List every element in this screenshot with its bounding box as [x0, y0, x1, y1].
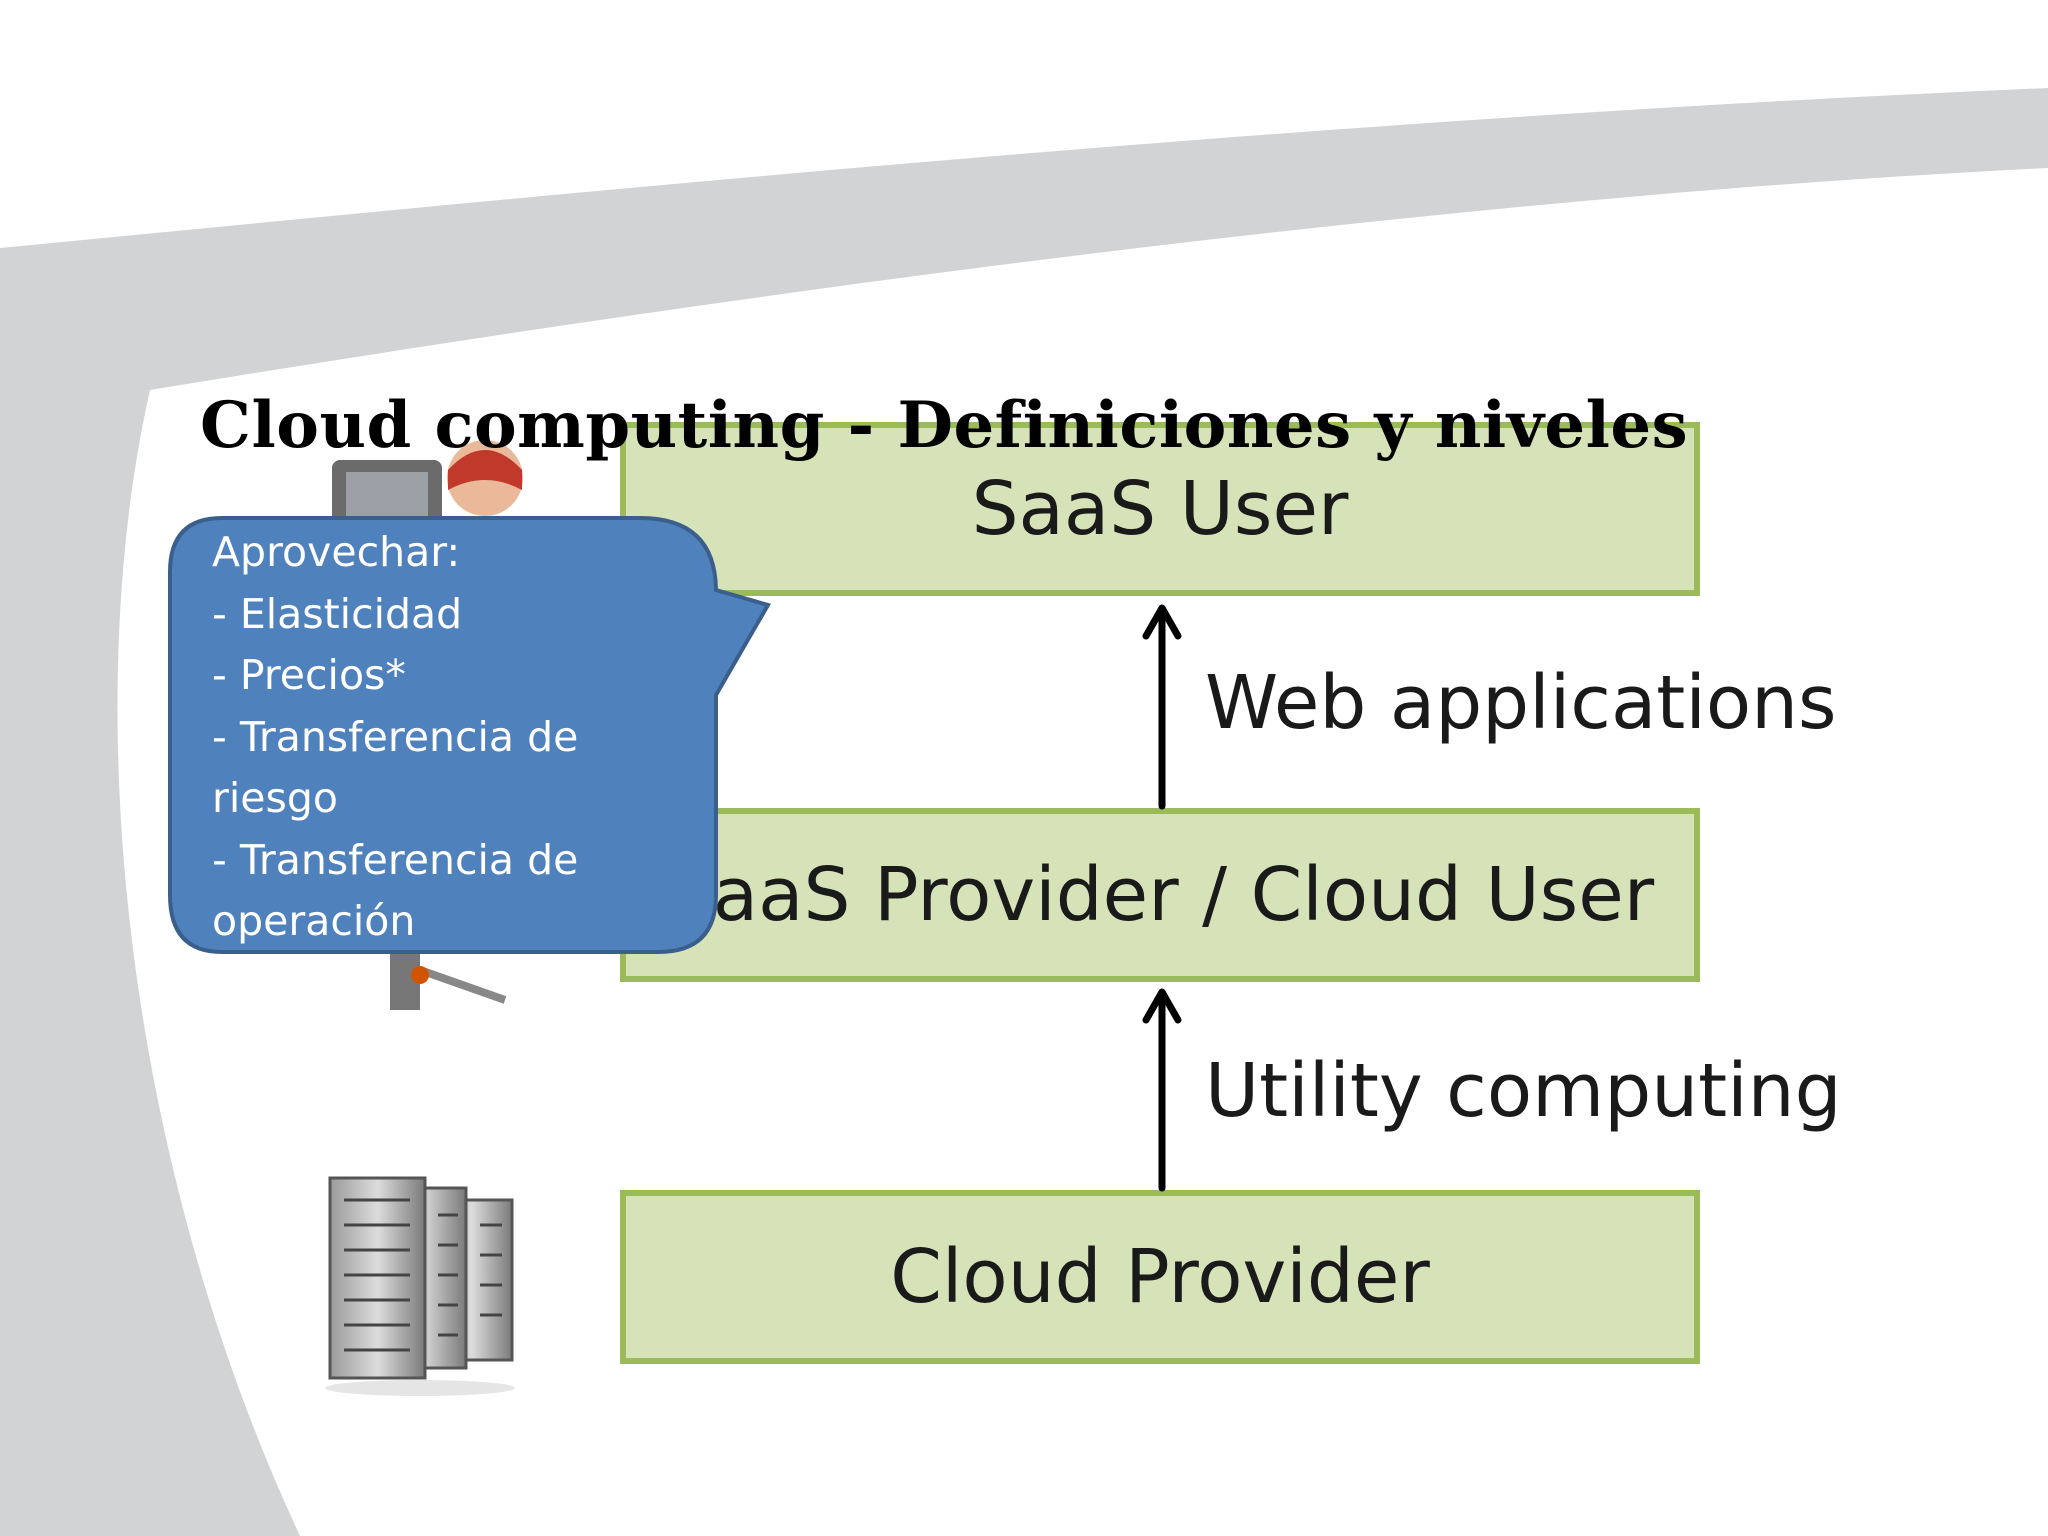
cloud-provider-box: Cloud Provider [620, 1190, 1700, 1364]
callout-line: - Precios* [212, 651, 406, 699]
upper-arrow [1142, 604, 1182, 810]
saas-provider-cloud-user-label: SaaS Provider / Cloud User [665, 852, 1655, 938]
callout-line: Aprovechar: [212, 528, 461, 576]
callout-line: - Transferencia de [212, 835, 579, 884]
cloud-provider-label: Cloud Provider [890, 1234, 1430, 1320]
server-rack-icon [325, 1176, 515, 1396]
saas-user-box: SaaS User [620, 422, 1700, 596]
callout-line: operación [212, 897, 416, 945]
utility-computing-label: Utility computing [1205, 1048, 1842, 1134]
callout-bubble [168, 516, 772, 954]
web-applications-label: Web applications [1205, 660, 1837, 746]
callout-line: - Transferencia de [212, 712, 579, 761]
callout-text: Aprovechar: - Elasticidad - Precios* - T… [212, 522, 712, 953]
callout-line: - Elasticidad [212, 589, 463, 638]
saas-provider-cloud-user-box: SaaS Provider / Cloud User [620, 808, 1700, 982]
slide-title: Cloud computing - Definiciones y niveles [200, 388, 1689, 463]
saas-user-label: SaaS User [971, 466, 1349, 552]
callout-line: riesgo [212, 774, 338, 822]
lower-arrow [1142, 988, 1182, 1192]
